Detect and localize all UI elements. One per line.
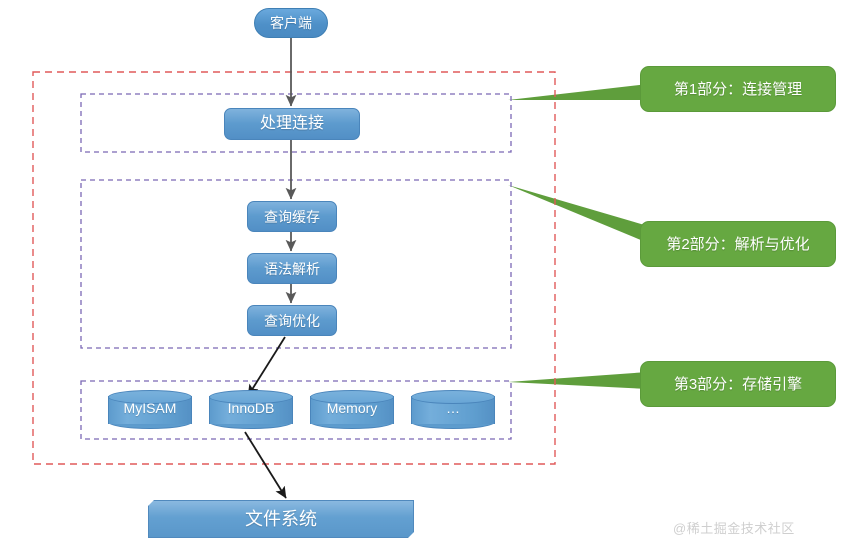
- callout-part-1-label: 第1部分：连接管理: [673, 80, 803, 98]
- callout-part-2-label: 第2部分：解析与优化: [666, 235, 810, 253]
- node-storage-engine-innodb-label: InnoDB: [227, 400, 275, 416]
- node-storage-engine-innodb[interactable]: InnoDB: [209, 390, 293, 430]
- node-query-optimize[interactable]: 查询优化: [247, 305, 337, 336]
- callout-part-3-storage-engine[interactable]: 第3部分：存储引擎: [640, 361, 836, 407]
- callout-part-2-parse-and-optimize[interactable]: 第2部分：解析与优化: [640, 221, 836, 267]
- node-storage-engine-memory[interactable]: Memory: [310, 390, 394, 430]
- node-syntax-parse[interactable]: 语法解析: [247, 253, 337, 284]
- arrow-optimize-to-innodb: [247, 336, 286, 397]
- callout-tail-1: [508, 84, 648, 100]
- node-storage-engine-myisam-label: MyISAM: [123, 400, 177, 416]
- watermark: @稀土掘金技术社区: [673, 521, 795, 536]
- node-storage-engine-myisam[interactable]: MyISAM: [108, 390, 192, 430]
- node-query-optimize-label: 查询优化: [264, 312, 320, 329]
- node-handle-connection-label: 处理连接: [259, 115, 324, 132]
- node-handle-connection[interactable]: 处理连接: [224, 108, 360, 140]
- node-client[interactable]: 客户端: [254, 8, 328, 38]
- node-file-system-label: 文件系统: [245, 509, 317, 529]
- node-query-cache-label: 查询缓存: [264, 208, 320, 225]
- arrow-innodb-to-filesystem: [244, 431, 287, 499]
- node-query-cache[interactable]: 查询缓存: [247, 201, 337, 232]
- callout-part-1-connection-management[interactable]: 第1部分：连接管理: [640, 66, 836, 112]
- node-storage-engine-more[interactable]: …: [411, 390, 495, 430]
- callout-part-3-label: 第3部分：存储引擎: [673, 375, 803, 393]
- callout-tail-3: [508, 372, 648, 389]
- node-syntax-parse-label: 语法解析: [264, 260, 320, 277]
- node-file-system[interactable]: 文件系统: [148, 500, 414, 538]
- callout-tail-2: [508, 185, 648, 243]
- node-client-label: 客户端: [270, 15, 312, 31]
- node-storage-engine-memory-label: Memory: [326, 400, 378, 416]
- node-storage-engine-more-label: …: [446, 400, 460, 416]
